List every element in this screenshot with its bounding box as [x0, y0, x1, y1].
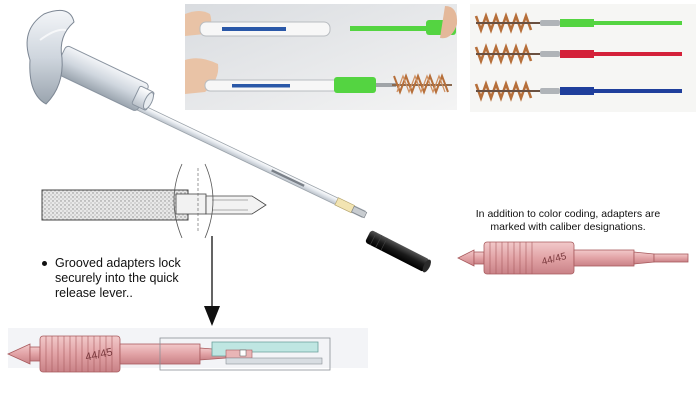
adapter-detail-bottom: 44/45 — [7, 328, 368, 373]
brush-red — [474, 43, 682, 65]
black-adapter — [365, 230, 431, 273]
cleaning-rod — [26, 9, 431, 273]
photo-color-adapters — [470, 4, 696, 112]
adapter-detail-right: 44/45 — [457, 241, 689, 275]
photo-brush — [392, 73, 452, 95]
photo-rod-assembly — [185, 4, 458, 110]
arrow-down-icon — [204, 236, 220, 326]
caliber-marking-bottom: 44/45 — [84, 346, 113, 363]
brush-blue — [474, 80, 682, 102]
t-handle — [26, 9, 75, 105]
bullet-icon — [42, 261, 47, 266]
brush-green — [474, 12, 682, 34]
grooved-adapters-caption: Grooved adapters lock securely into the … — [42, 256, 242, 301]
color-coding-caption: In addition to color coding, adapters ar… — [475, 208, 661, 233]
cross-section-detail — [41, 163, 267, 239]
